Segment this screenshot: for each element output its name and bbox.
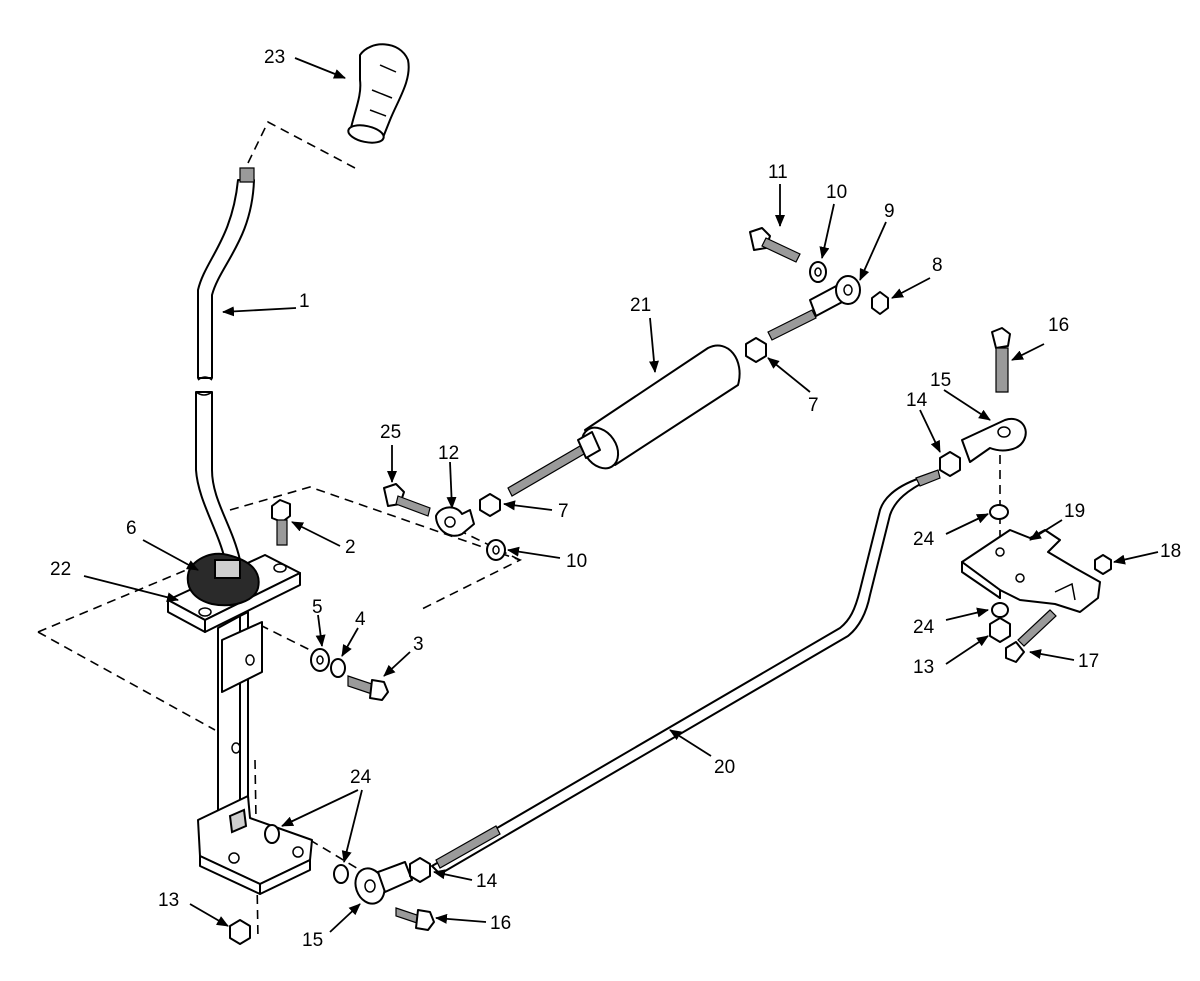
callout-23: 23	[264, 47, 285, 68]
callout-24-left: 24	[350, 767, 372, 788]
callout-8: 8	[932, 255, 943, 276]
leader-1	[222, 306, 297, 317]
leader-7b	[503, 500, 553, 511]
callout-12: 12	[438, 443, 459, 464]
leader-17	[1029, 649, 1075, 661]
callout-7-lower: 7	[558, 501, 569, 522]
callout-11: 11	[768, 162, 788, 183]
callout-15-upper: 15	[930, 370, 951, 391]
leader-14a	[433, 869, 473, 881]
leader-5	[315, 614, 326, 647]
callout-10-upper: 10	[826, 182, 847, 203]
leader-24a	[281, 789, 359, 827]
leader-12	[446, 461, 457, 509]
callout-6: 6	[126, 518, 137, 539]
leader-23	[294, 57, 346, 79]
callout-1: 1	[299, 291, 310, 312]
leader-13a	[189, 903, 229, 927]
callout-labels: 1 2 3 4 5 6 7 7 8 9 10 10 11 12 13 13 14…	[50, 47, 1181, 951]
leader-7a	[767, 357, 811, 393]
leader-21	[649, 317, 659, 373]
leader-19	[1029, 519, 1063, 541]
leader-10a	[819, 203, 835, 259]
leader-4	[341, 627, 359, 657]
plate-bolt-hardware	[271, 499, 389, 701]
right-lever-assembly	[939, 327, 1112, 663]
callout-19: 19	[1064, 501, 1085, 522]
leader-15b	[943, 389, 991, 421]
leader-15a	[329, 903, 361, 933]
callout-14-lower: 14	[476, 871, 498, 892]
leader-16a	[435, 913, 487, 924]
callout-10-lower: 10	[566, 551, 587, 572]
leader-2	[291, 521, 341, 547]
callout-2: 2	[345, 537, 356, 558]
leader-18	[1113, 551, 1159, 565]
lower-rod-end-hardware	[229, 824, 435, 945]
callout-3: 3	[413, 634, 424, 655]
leader-24b	[341, 789, 363, 863]
callout-24-upper-right: 24	[913, 529, 935, 550]
callout-9: 9	[884, 201, 895, 222]
callout-20: 20	[714, 757, 735, 778]
callout-15-lower: 15	[302, 930, 323, 951]
callout-13-left: 13	[158, 890, 179, 911]
callout-4: 4	[355, 609, 366, 630]
callout-7-upper: 7	[808, 395, 819, 416]
gas-cylinder	[507, 227, 889, 497]
connecting-rod	[431, 469, 941, 875]
callout-16-lower: 16	[490, 913, 511, 934]
callout-22: 22	[50, 559, 71, 580]
leader-24d	[945, 607, 989, 621]
callout-14-upper: 14	[906, 390, 928, 411]
callout-5: 5	[312, 597, 323, 618]
callout-25: 25	[380, 422, 401, 443]
callout-16-upper: 16	[1048, 315, 1069, 336]
shift-lever-rod	[195, 167, 255, 561]
leader-3	[383, 651, 411, 677]
leader-10b	[507, 546, 561, 559]
callout-17: 17	[1078, 651, 1099, 672]
leader-6	[142, 539, 199, 571]
leader-20	[669, 729, 712, 757]
callout-18: 18	[1160, 541, 1181, 562]
callout-leaders	[83, 57, 1159, 933]
leader-14b	[919, 409, 941, 453]
leader-16b	[1011, 343, 1045, 361]
leader-13b	[945, 635, 989, 665]
leader-8	[891, 277, 931, 299]
callout-24-lower-right: 24	[913, 617, 935, 638]
leader-22	[83, 575, 179, 603]
base-plate-assembly	[167, 552, 313, 895]
callout-21: 21	[630, 295, 651, 316]
callout-13-right: 13	[913, 657, 934, 678]
leader-9	[859, 221, 887, 281]
leader-24c	[945, 513, 989, 535]
handle-knob	[347, 43, 410, 144]
cylinder-mount-bracket	[383, 483, 506, 561]
